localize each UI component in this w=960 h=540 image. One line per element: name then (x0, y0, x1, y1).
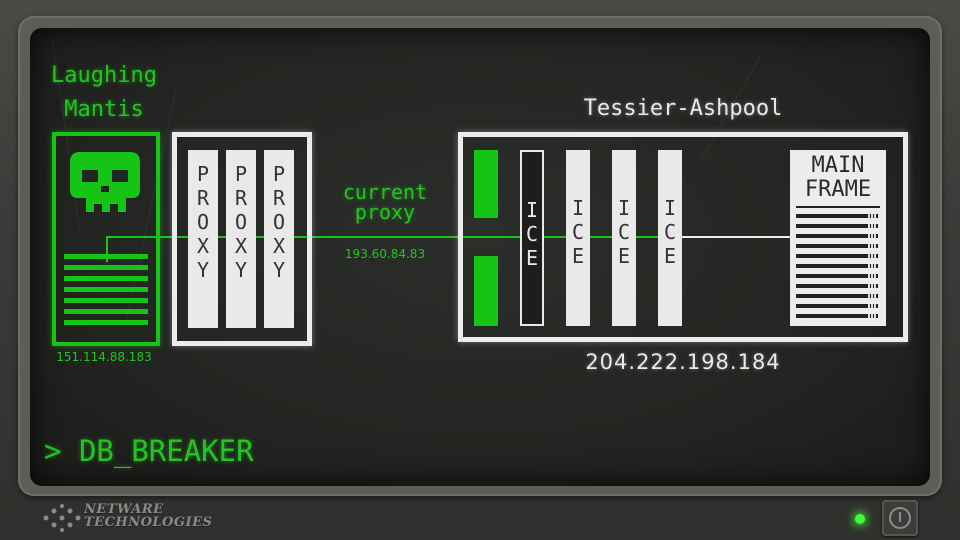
mainframe-link (680, 236, 790, 238)
firewall-block-bottom (474, 256, 498, 326)
console-line[interactable]: > DB_BREAKER (44, 434, 254, 468)
power-button[interactable] (882, 500, 918, 536)
proxy-chain (172, 132, 312, 346)
target-network (458, 132, 908, 342)
target-ip: 204.222.198.184 (585, 350, 781, 374)
led-icon (855, 514, 865, 524)
attacker-name-line2: Mantis (64, 97, 144, 122)
power-icon (889, 507, 911, 529)
mainframe[interactable]: MAIN FRAME (790, 150, 886, 326)
brand-label: NETWARE TECHNOLOGIES (84, 502, 213, 530)
skull-icon (70, 152, 140, 212)
current-proxy-ip: 193.60.84.83 (344, 247, 426, 261)
firewall-block-top (474, 150, 498, 218)
attacker-ip: 151.114.88.183 (56, 350, 152, 364)
connection-line (106, 236, 868, 238)
console-command: DB_BREAKER (78, 434, 254, 468)
netware-logo-icon (43, 504, 81, 532)
target-name: Tessier-Ashpool (583, 96, 783, 121)
connection-drop (106, 236, 108, 262)
attacker-name: Laughing Mantis (42, 59, 166, 127)
mainframe-label: MAIN FRAME (804, 153, 872, 202)
current-proxy-label: current proxy (342, 180, 428, 224)
console-prompt: > (44, 434, 62, 468)
attacker-name-line1: Laughing (51, 63, 157, 88)
